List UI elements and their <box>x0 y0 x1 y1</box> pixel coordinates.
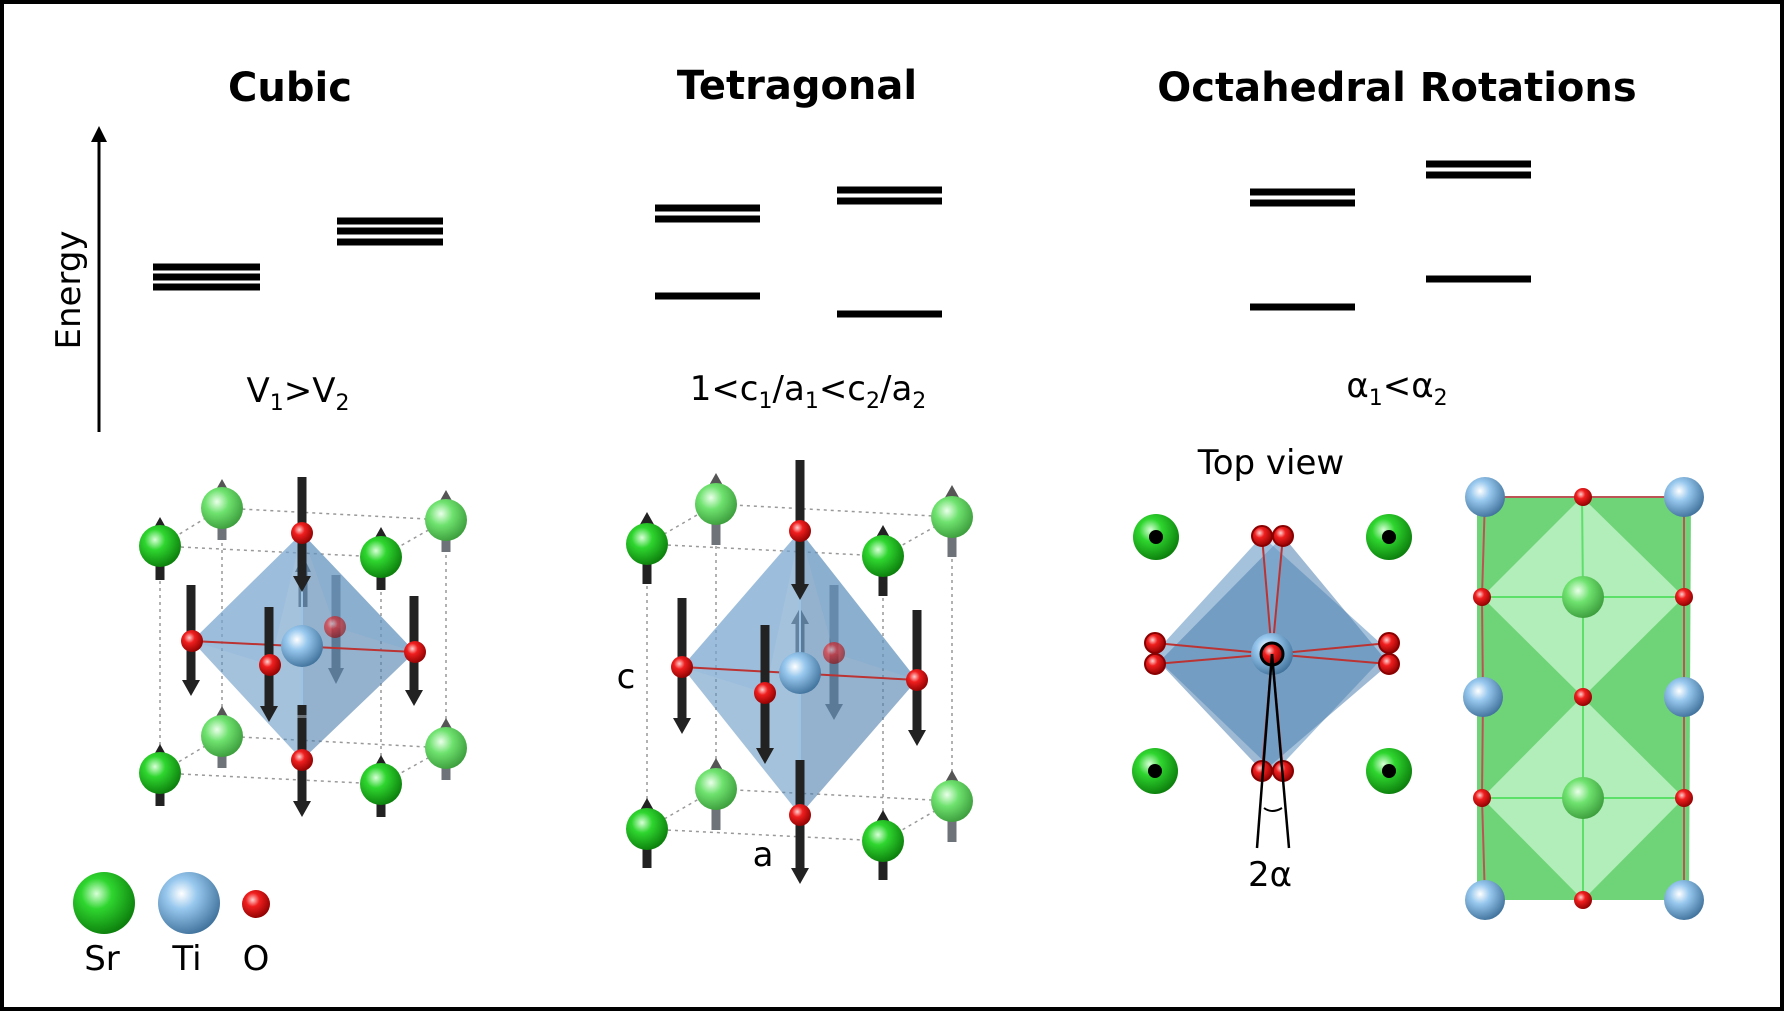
top-view <box>1132 514 1412 849</box>
levels-tetragonal <box>655 186 942 318</box>
top-view-label: Top view <box>1197 443 1344 483</box>
angle-label: 2α <box>1248 855 1292 895</box>
relation-cubic: V1>V2 <box>246 371 349 416</box>
legend-label-ti: Ti <box>171 939 201 979</box>
levels-cubic <box>153 217 443 291</box>
energy-axis-label: Energy <box>49 230 89 349</box>
levels-octahedral <box>1250 160 1531 311</box>
title-tetragonal: Tetragonal <box>677 63 917 109</box>
axis-label-a: a <box>753 835 774 875</box>
legend-ti-swatch <box>158 872 220 934</box>
legend-label-o: O <box>243 939 270 979</box>
cubic-cell <box>139 477 467 817</box>
tetragonal-cell <box>626 460 973 884</box>
relation-tetragonal: 1<c1/a1<c2/a2 <box>690 369 927 414</box>
energy-arrow-icon <box>91 126 107 142</box>
title-cubic: Cubic <box>228 65 352 111</box>
legend-label-sr: Sr <box>84 939 120 979</box>
legend-sr-swatch <box>73 872 135 934</box>
relation-octahedral: α1<α2 <box>1346 366 1447 411</box>
side-view <box>1463 477 1704 920</box>
legend: Sr Ti O <box>73 872 270 979</box>
axis-label-c: c <box>617 657 636 697</box>
title-octahedral: Octahedral Rotations <box>1157 65 1636 111</box>
legend-o-swatch <box>242 890 270 918</box>
energy-axis: Energy <box>49 126 107 432</box>
